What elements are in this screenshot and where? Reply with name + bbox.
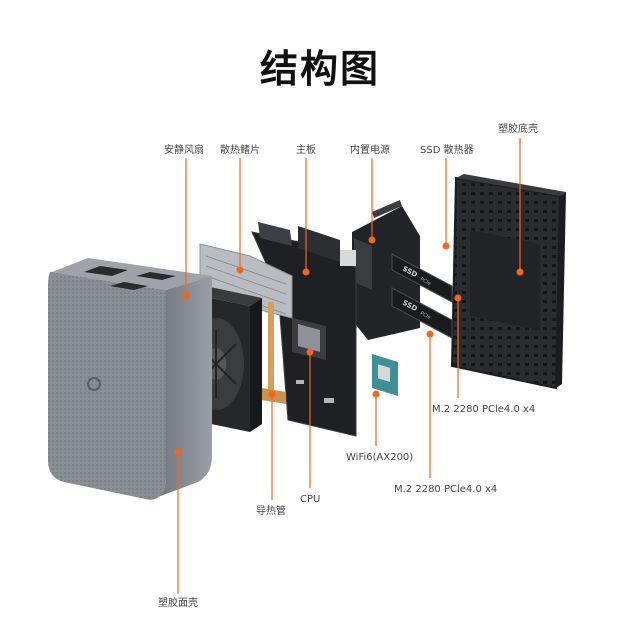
mainboard [252,222,356,436]
label-fan: 安静风扇 [164,145,204,157]
label-m2-slot-1: M.2 2280 PCle4.0 x4 [432,404,535,416]
bottom-shell [452,174,566,388]
label-m2-slot-2: M.2 2280 PCle4.0 x4 [394,484,497,496]
label-ssd-heatsink: SSD 散热器 [420,145,474,157]
label-power-supply: 内置电源 [350,145,390,157]
label-mainboard: 主板 [296,145,316,157]
label-heatpipe: 导热管 [256,506,286,518]
wifi-card [372,354,398,396]
label-wifi: WiFi6(AX200) [346,452,413,464]
label-top-shell: 塑胶面壳 [158,598,198,610]
label-cpu: CPU [300,494,320,506]
label-bottom-shell: 塑胶底壳 [498,124,538,136]
label-heatsink: 散热鳍片 [220,145,260,157]
